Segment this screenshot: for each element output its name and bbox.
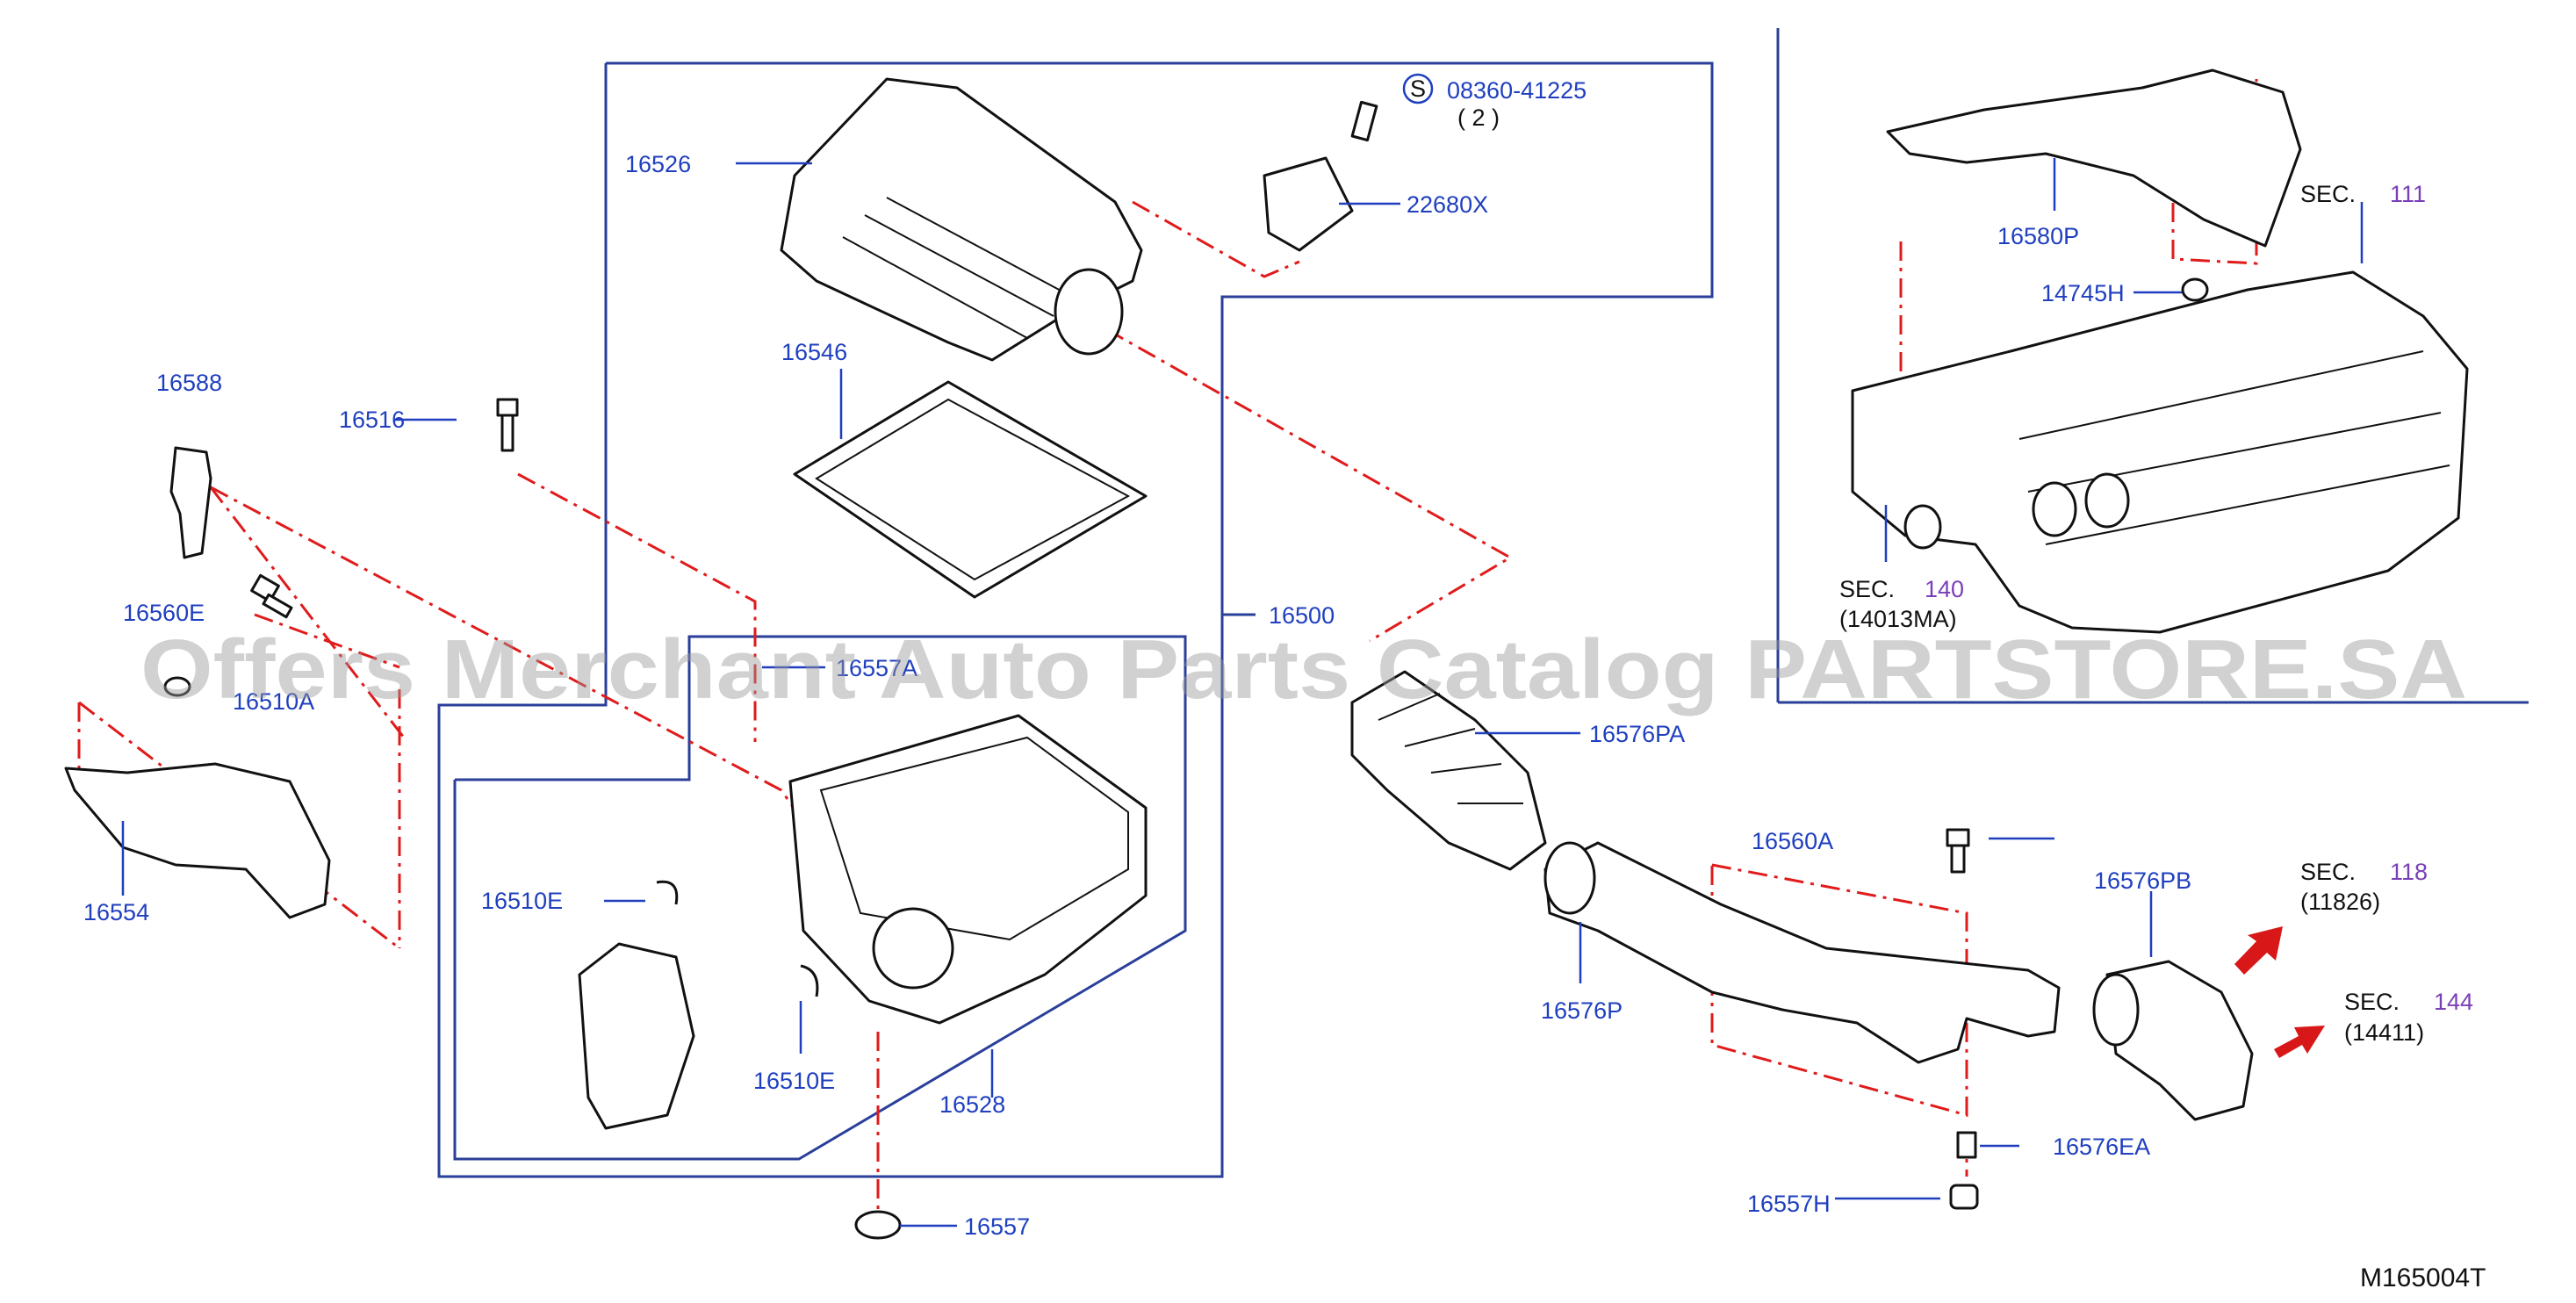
sec144-sub: (14411) — [2344, 1019, 2424, 1046]
label-22680X: 22680X — [1407, 191, 1488, 218]
labels: S 08360-41225 ( 2 ) 16526 22680X 16546 1… — [83, 76, 2486, 1292]
label-14745H: 14745H — [2041, 280, 2125, 306]
intake-hose-16576PA — [1350, 670, 1547, 871]
arrow-sec118 — [2234, 926, 2283, 975]
clip-16510E-lower — [800, 964, 819, 997]
air-cleaner-body-16528 — [578, 714, 1148, 1130]
sec118-sub: (11826) — [2300, 889, 2380, 915]
bushing-16576EA — [1956, 1131, 1977, 1159]
label-16557A: 16557A — [836, 655, 917, 681]
engine-frame — [1776, 28, 2529, 704]
label-16576PA: 16576PA — [1589, 721, 1685, 747]
grommet-16557H — [1949, 1184, 1979, 1210]
arrow-sec144 — [2274, 1026, 2325, 1058]
fastener-symbol-circle — [1402, 73, 1434, 104]
label-16560A: 16560A — [1752, 828, 1833, 854]
bracket-16588 — [169, 446, 212, 559]
cylinder-head — [1851, 270, 2469, 634]
label-fastener-qty: ( 2 ) — [1457, 104, 1500, 131]
grommet-16510A — [163, 676, 191, 697]
sec111-number: 111 — [2390, 181, 2426, 207]
sec118-number: 118 — [2390, 859, 2428, 885]
assembly-frame-16500 — [437, 61, 1714, 1178]
label-16510E-lower: 16510E — [753, 1068, 835, 1094]
bolt-16560A — [1946, 828, 1970, 874]
bolt-16560E — [250, 573, 293, 619]
grommet-14745H — [2181, 277, 2209, 302]
label-16557H: 16557H — [1747, 1191, 1831, 1217]
sec140-sub: (14013MA) — [1839, 606, 1957, 632]
clip-16510E-upper — [656, 880, 679, 905]
label-16516: 16516 — [339, 407, 405, 433]
label-16560E: 16560E — [123, 600, 205, 626]
label-16557: 16557 — [964, 1213, 1030, 1240]
sec111-prefix: SEC. — [2300, 181, 2356, 207]
label-16510E-upper: 16510E — [481, 888, 563, 914]
fastener-symbol: S — [1410, 76, 1426, 102]
sec144-number: 144 — [2434, 989, 2473, 1015]
air-cleaner-cover-16526 — [780, 77, 1143, 362]
sec118-prefix: SEC. — [2300, 859, 2356, 885]
sec140-prefix: SEC. — [1839, 576, 1895, 602]
watermark-text: Offers Merchant Auto Parts Catalog PARTS… — [140, 623, 2467, 716]
bolt-16516 — [496, 398, 519, 452]
air-filter-16546 — [793, 380, 1148, 599]
label-16500: 16500 — [1269, 602, 1335, 629]
label-16528: 16528 — [939, 1091, 1005, 1118]
label-16580P: 16580P — [1997, 223, 2079, 249]
leader-lines — [121, 73, 2364, 1227]
intake-pipe-16576P — [1543, 841, 2061, 1064]
label-16588: 16588 — [156, 370, 222, 396]
label-16526: 16526 — [625, 151, 691, 177]
airflow-sensor-22680X — [1263, 100, 1378, 252]
turbo-hose-16576PB — [2092, 960, 2254, 1121]
sec140-number: 140 — [1925, 576, 1964, 602]
label-16554: 16554 — [83, 899, 149, 925]
duct-16554 — [64, 762, 331, 919]
engine-cover-16580P — [1886, 68, 2302, 248]
label-16576EA: 16576EA — [2053, 1134, 2150, 1160]
label-16510A: 16510A — [233, 688, 314, 715]
label-16576P: 16576P — [1541, 997, 1623, 1024]
grommet-16557 — [854, 1210, 902, 1240]
label-16576PB: 16576PB — [2094, 867, 2191, 894]
diagram-code: M165004T — [2360, 1263, 2486, 1292]
label-16546: 16546 — [781, 339, 847, 365]
sec144-prefix: SEC. — [2344, 989, 2400, 1015]
label-fastener-part: 08360-41225 — [1447, 77, 1587, 104]
